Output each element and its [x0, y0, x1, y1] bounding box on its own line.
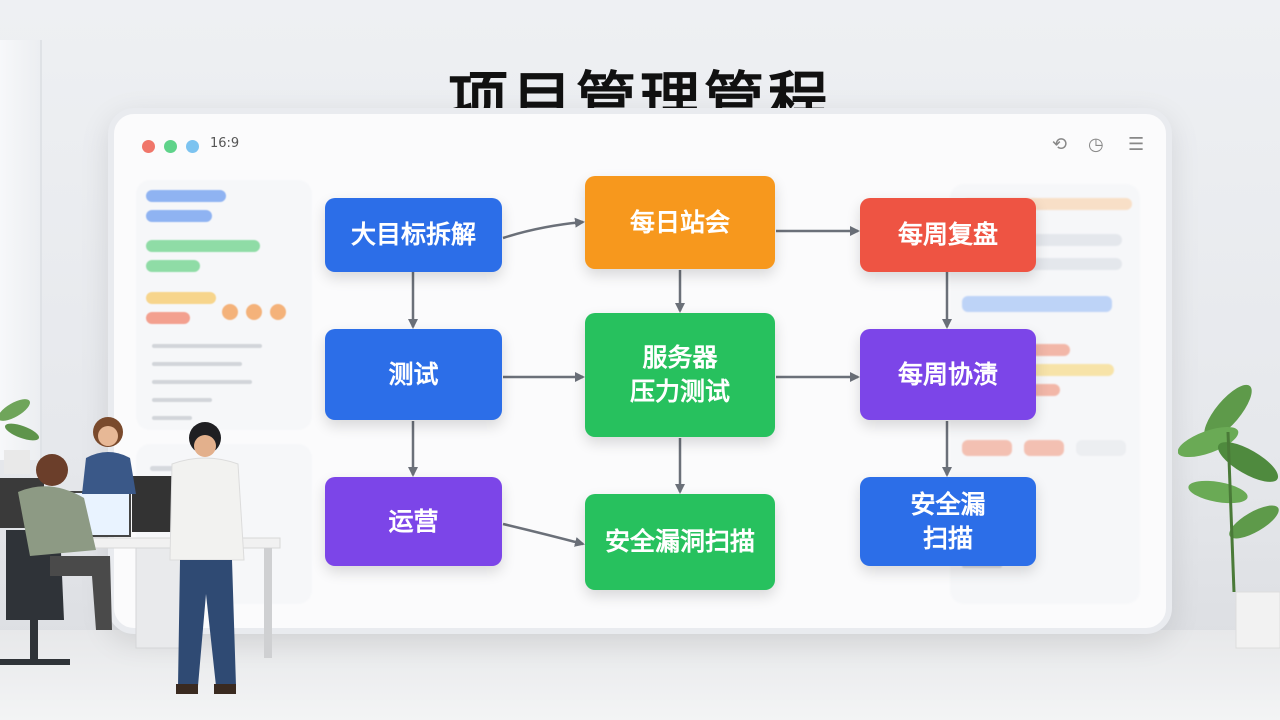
node-operations[interactable]: 运营 [325, 477, 502, 566]
left-panel-placeholder [136, 180, 312, 430]
arrow-ops-to-scan [502, 522, 585, 547]
menu-icon[interactable]: ☰ [1128, 134, 1145, 155]
office-scene-illustration [0, 399, 281, 694]
window-clock: 16:9 [210, 136, 240, 151]
node-security-scan-right[interactable]: 安全漏 扫描 [860, 477, 1036, 566]
node-server-stress-test[interactable]: 服务器 压力测试 [585, 313, 775, 437]
node-goal-breakdown[interactable]: 大目标拆解 [325, 198, 502, 272]
plant-left-illustration [0, 399, 40, 474]
plant-right-illustration [1178, 384, 1280, 649]
node-testing[interactable]: 测试 [325, 329, 502, 420]
window-close-dot[interactable] [142, 140, 155, 153]
arrow-goal-to-standup [502, 217, 585, 240]
node-weekly-sync[interactable]: 每周协渍 [860, 329, 1036, 420]
node-weekly-review[interactable]: 每周复盘 [860, 198, 1036, 272]
clock-icon[interactable]: ◷ [1088, 134, 1104, 155]
node-daily-standup[interactable]: 每日站会 [585, 176, 775, 269]
refresh-icon[interactable]: ⟲ [1052, 134, 1068, 155]
node-security-scan-mid[interactable]: 安全漏洞扫描 [585, 494, 775, 590]
window-minimize-dot[interactable] [164, 140, 177, 153]
window-maximize-dot[interactable] [186, 140, 199, 153]
background-window [0, 40, 42, 460]
